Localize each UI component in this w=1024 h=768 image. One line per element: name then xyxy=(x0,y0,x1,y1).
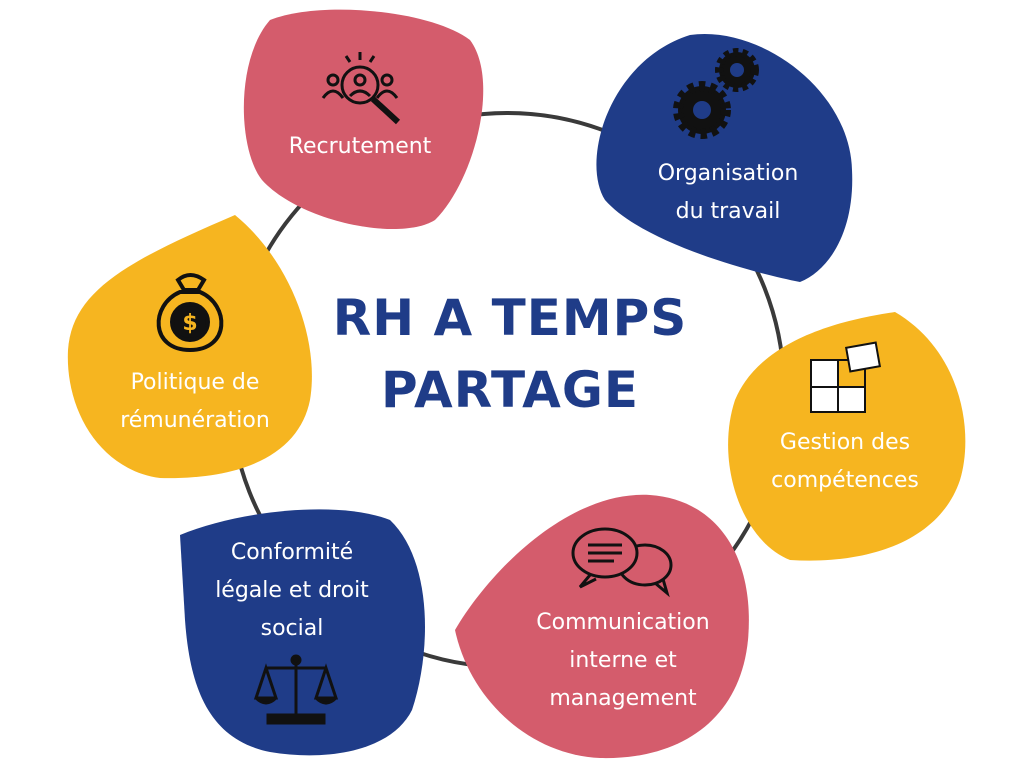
title-line-1: RH A TEMPS xyxy=(332,289,688,347)
label-line: Communication xyxy=(536,610,710,635)
blob-conformite xyxy=(180,509,425,756)
scales-icon xyxy=(253,654,339,725)
blob-competences xyxy=(728,312,966,561)
recruitment-magnifier-icon xyxy=(321,52,401,125)
label-line: légale et droit xyxy=(215,578,369,603)
label-line: rémunération xyxy=(120,408,270,433)
label-conformite: Conformité légale et droit social xyxy=(182,534,402,648)
label-line: Politique de xyxy=(130,370,260,395)
gears-icon xyxy=(673,48,759,139)
label-remuneration: Politique de rémunération xyxy=(85,364,305,440)
money-bag-icon xyxy=(156,273,224,353)
label-line: du travail xyxy=(675,199,781,224)
label-line: Conformité xyxy=(230,540,354,565)
label-recrutement: Recrutement xyxy=(250,128,470,166)
blob-communication xyxy=(455,494,749,759)
label-competences: Gestion des compétences xyxy=(735,424,955,500)
puzzle-icon xyxy=(810,341,882,413)
label-line: interne et xyxy=(569,648,677,673)
label-line: Recrutement xyxy=(288,134,432,159)
speech-bubbles-icon xyxy=(571,527,673,598)
main-title: RH A TEMPS PARTAGE xyxy=(300,282,720,426)
label-communication: Communication interne et management xyxy=(503,604,743,718)
blob-recrutement xyxy=(243,9,484,230)
label-line: social xyxy=(260,616,324,641)
label-organisation: Organisation du travail xyxy=(618,155,838,231)
label-line: management xyxy=(549,686,697,711)
svg-text:$: $ xyxy=(182,311,197,336)
label-line: compétences xyxy=(771,468,919,493)
blob-organisation xyxy=(596,33,853,282)
title-line-2: PARTAGE xyxy=(380,361,640,419)
label-line: Gestion des xyxy=(779,430,911,455)
label-line: Organisation xyxy=(657,161,799,186)
